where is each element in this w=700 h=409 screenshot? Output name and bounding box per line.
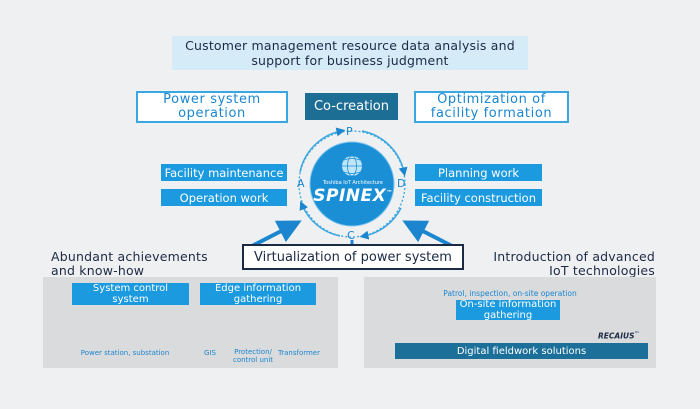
cycle-a-label: A [297,177,305,190]
spinex-logo: Toshiba IoT Architecture SPINEX™ [313,178,392,208]
system-control-line1: System control [92,283,169,294]
right-section-title-line1: Introduction of advanced [493,249,655,264]
onsite-gathering-line1: On-site information [459,299,557,310]
recaius-logo: RECAIUS™ [598,331,640,341]
facility-formation-line1: Optimization of [437,92,546,107]
edge-gathering-line1: Edge information [214,283,302,294]
planning-work-label: Planning work [415,164,542,181]
system-control-line2: system [112,294,149,305]
right-section-title: Introduction of advanced IoT technologie… [470,250,655,278]
co-creation-box: Co-creation [305,93,398,120]
co-creation-label: Co-creation [313,99,390,114]
right-section-title-line2: IoT technologies [549,263,655,278]
cycle-p-label: P [346,125,353,138]
left-section-title-line1: Abundant achievements [51,249,208,264]
virtualization-label: Virtualization of power system [254,249,452,265]
spinex-core-circle [310,142,394,226]
recaius-logo-tm: ™ [634,331,640,337]
patrol-caption: Patrol, inspection, on-site operation [443,289,577,298]
cycle-d-label: D [397,177,406,190]
facility-formation-box: Optimization of facility formation [414,91,569,123]
arc-p-to-d [361,130,408,177]
gis-caption: GIS [204,349,216,357]
recaius-logo-name: RECAIUS [598,331,635,341]
operation-work-text: Operation work [179,190,269,205]
arc-a-to-p [299,127,346,173]
spinex-logo-subtitle: Toshiba IoT Architecture [322,180,384,186]
cycle-c-label: C [347,229,355,242]
arrow-right-up [402,220,455,249]
left-section-title-line2: and know-how [51,263,145,278]
facility-formation-line2: facility formation [430,106,553,121]
spinex-logo-main: SPINEX [313,186,387,206]
system-control-label: System control system [72,283,189,305]
pdca-outer-ring [298,130,406,238]
arrow-left-up [249,220,302,249]
onsite-gathering-line2: gathering [483,310,533,321]
facility-maintenance-label: Facility maintenance [161,164,287,181]
edge-gathering-label: Edge information gathering [200,283,316,305]
facility-maintenance-text: Facility maintenance [164,165,284,180]
power-system-operation-line1: Power system [163,92,261,107]
digital-fieldwork-bar: Digital fieldwork solutions [395,343,648,359]
top-objective-box: Customer management resource data analys… [172,36,528,70]
power-station-caption: Power station, substation [80,349,170,357]
edge-gathering-line2: gathering [233,294,283,305]
power-system-operation-box: Power system operation [136,91,288,123]
protection-caption: Protection/ control unit [229,348,277,364]
protection-caption-line1: Protection/ [234,348,272,356]
top-objective-line2: support for business judgment [251,53,449,68]
digital-fieldwork-label: Digital fieldwork solutions [456,345,587,357]
top-objective-line1: Customer management resource data analys… [185,38,515,53]
spinex-logo-tm: ™ [386,189,393,197]
arc-c-to-a [299,200,341,237]
power-system-operation-line2: operation [178,106,246,121]
facility-construction-label: Facility construction [415,189,542,206]
spinex-logo-name: SPINEX™ [313,186,392,206]
operation-work-label: Operation work [161,189,287,206]
virtualization-box: Virtualization of power system [242,244,464,270]
facility-construction-text: Facility construction [421,190,536,205]
planning-work-text: Planning work [437,165,520,180]
transformer-caption: Transformer [277,349,320,357]
arc-d-to-c [359,207,402,240]
globe-icon [342,155,362,177]
left-section-title: Abundant achievements and know-how [51,250,208,278]
protection-caption-line2: control unit [232,356,274,364]
onsite-gathering-label: On-site information gathering [456,299,560,321]
